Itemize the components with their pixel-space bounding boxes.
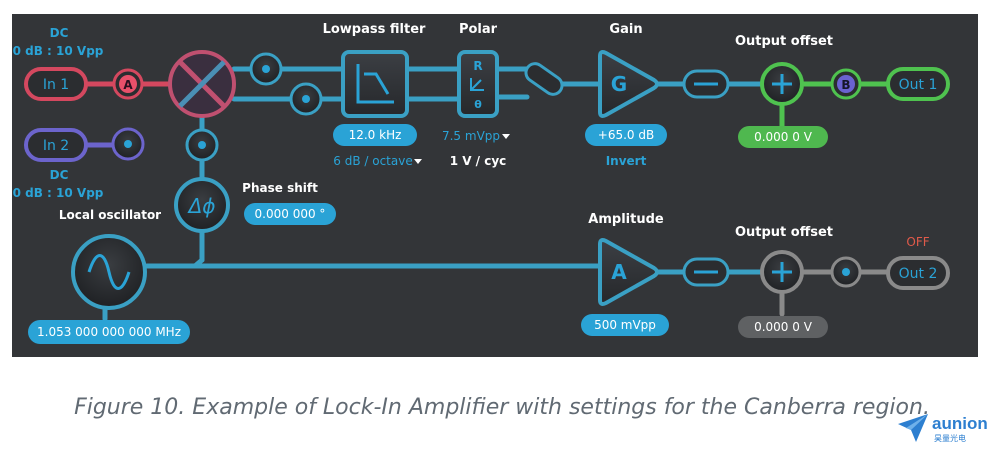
marker-b-label: B	[841, 78, 850, 92]
lowpass-frequency-field[interactable]: 12.0 kHz	[333, 124, 417, 146]
out1-offset-field[interactable]: 0.000 0 V	[738, 126, 828, 148]
logo-subtitle: 昊量光电	[934, 434, 966, 443]
mixer-node-top[interactable]	[249, 52, 283, 86]
in2-button[interactable]: In 2	[24, 128, 88, 162]
polar-scale-value: 7.5 mVpp	[442, 129, 500, 143]
lowpass-title: Lowpass filter	[323, 22, 426, 37]
gain-title: Gain	[609, 22, 642, 37]
in1-button[interactable]: In 1	[24, 67, 88, 101]
out1-subtract-button[interactable]	[682, 69, 730, 99]
out2-label: Out 2	[899, 266, 938, 282]
marker-b[interactable]: B	[830, 68, 862, 100]
phase-value-field[interactable]: 0.000 000 °	[244, 203, 336, 225]
polar-block[interactable]: R θ	[457, 50, 499, 118]
phase-value: 0.000 000 °	[255, 207, 326, 221]
in2-node[interactable]	[111, 127, 145, 161]
marker-a[interactable]: A	[112, 68, 144, 100]
out1-offset-title: Output offset	[735, 34, 833, 49]
amplitude-title: Amplitude	[588, 212, 664, 227]
amplitude-value: 500 mVpp	[594, 318, 656, 332]
phase-title: Phase shift	[242, 181, 318, 195]
marker-a-label: A	[123, 78, 133, 92]
sine-wave-icon	[87, 254, 131, 290]
invert-toggle[interactable]: Invert	[606, 154, 647, 168]
out2-node[interactable]	[830, 256, 862, 288]
in1-mode-label: DC	[50, 26, 69, 40]
polar-unit: 1 V / cyc	[450, 154, 507, 168]
out1-offset-adder[interactable]	[760, 62, 804, 106]
out1-offset-value: 0.000 0 V	[754, 130, 813, 144]
lowpass-frequency-value: 12.0 kHz	[349, 128, 402, 142]
oscillator-title: Local oscillator	[59, 208, 161, 222]
oscillator-frequency-value: 1.053 000 000 000 MHz	[37, 325, 181, 339]
gain-value: +65.0 dB	[598, 128, 654, 142]
amplitude-amplifier[interactable]: A	[598, 238, 659, 306]
out2-offset-field[interactable]: 0.000 0 V	[738, 316, 828, 338]
polar-scale-dropdown[interactable]: 7.5 mVpp	[442, 129, 510, 143]
polar-theta-label: θ	[474, 98, 482, 111]
lowpass-response-icon	[356, 64, 394, 104]
chevron-down-icon	[414, 159, 422, 164]
gain-amplifier[interactable]: G	[598, 50, 659, 118]
amplitude-symbol: A	[611, 260, 627, 284]
out2-offset-value: 0.000 0 V	[754, 320, 813, 334]
out2-offset-adder[interactable]	[760, 250, 804, 294]
lowpass-slope-value: 6 dB / octave	[333, 154, 412, 168]
logo-wordmark: aunion	[932, 414, 988, 433]
in2-mode-label: DC	[50, 168, 69, 182]
phase-node[interactable]	[185, 128, 219, 162]
oscillator-block[interactable]	[71, 234, 147, 310]
gain-value-field[interactable]: +65.0 dB	[585, 124, 667, 146]
in1-label: In 1	[43, 77, 69, 93]
out2-state-badge: OFF	[906, 235, 929, 249]
phase-symbol: Δϕ	[187, 194, 216, 218]
gain-symbol: G	[611, 72, 627, 96]
lowpass-filter-block[interactable]	[341, 50, 409, 118]
out2-subtract-button[interactable]	[682, 257, 730, 287]
oscillator-frequency-field[interactable]: 1.053 000 000 000 MHz	[28, 320, 190, 344]
mixer-node-bottom[interactable]	[289, 82, 323, 116]
in2-label: In 2	[43, 138, 69, 154]
out2-button[interactable]: Out 2	[886, 256, 950, 290]
signal-flow-diagram: DC 0 dB : 10 Vpp In 1 A In 2 DC 0 dB : 1…	[13, 22, 950, 344]
aunion-logo: aunion 昊量光电	[896, 412, 996, 446]
output-select-switch[interactable]	[522, 60, 565, 98]
mixer-icon[interactable]	[168, 50, 236, 118]
lock-in-panel: DC 0 dB : 10 Vpp In 1 A In 2 DC 0 dB : 1…	[12, 14, 978, 357]
phase-shift-block[interactable]: Δϕ	[174, 177, 230, 233]
figure-caption: Figure 10. Example of Lock-In Amplifier …	[74, 395, 930, 420]
out1-button[interactable]: Out 1	[886, 67, 950, 101]
out1-label: Out 1	[899, 77, 938, 93]
amplitude-value-field[interactable]: 500 mVpp	[581, 314, 669, 336]
in1-range-label: 0 dB : 10 Vpp	[13, 44, 104, 58]
out2-offset-title: Output offset	[735, 225, 833, 240]
in2-range-label: 0 dB : 10 Vpp	[13, 186, 104, 200]
paper-plane-icon	[898, 414, 928, 442]
lowpass-slope-dropdown[interactable]: 6 dB / octave	[333, 154, 422, 168]
chevron-down-icon	[502, 134, 510, 139]
polar-title: Polar	[459, 22, 498, 37]
polar-r-label: R	[473, 59, 482, 73]
